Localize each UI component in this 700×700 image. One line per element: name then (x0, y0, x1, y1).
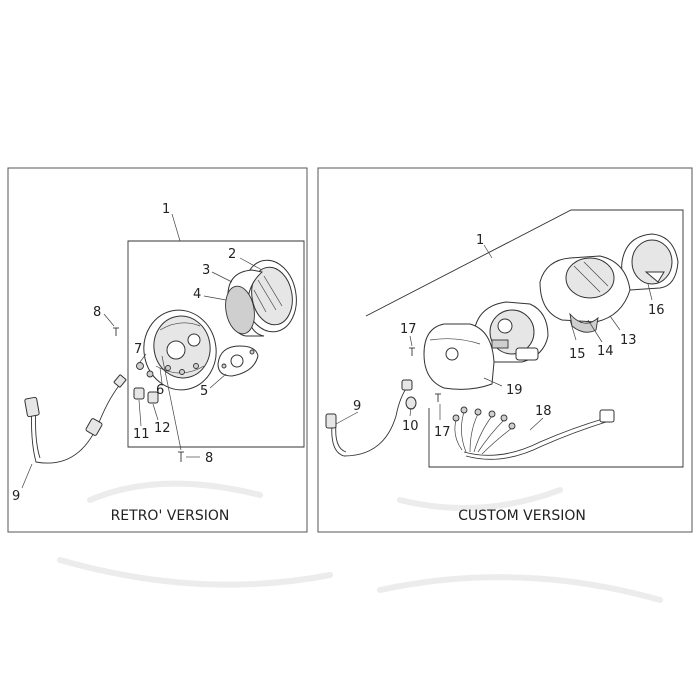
part-label-c10: 10 (402, 419, 419, 434)
part-label-8-top: 8 (93, 305, 101, 320)
part-label-c19: 19 (506, 383, 523, 398)
screws-custom (409, 347, 441, 402)
part-numbers-retro: 1 2 3 4 5 6 7 8 8 9 11 12 (12, 202, 236, 504)
part-label-4: 4 (193, 287, 201, 302)
instrument-cluster-custom (473, 301, 549, 363)
part-numbers-custom: 1 9 10 13 14 15 16 17 17 18 19 (353, 233, 665, 440)
part-label-c9: 9 (353, 399, 361, 414)
part-label-7: 7 (134, 342, 142, 357)
part-label-c17-top: 17 (400, 322, 417, 337)
part-label-c18: 18 (535, 404, 552, 419)
speedo-cable-custom (325, 379, 413, 457)
wiring-harness-part (452, 406, 615, 460)
part-label-c14: 14 (597, 344, 614, 359)
lens-housing-part (539, 255, 631, 333)
background-artifacts (57, 480, 663, 603)
grommet-part (405, 396, 417, 410)
panel-custom-caption: CUSTOM VERSION (458, 508, 586, 524)
part-label-c17-bottom: 17 (434, 425, 451, 440)
part-label-c13: 13 (620, 333, 637, 348)
part-label-8-bottom: 8 (205, 451, 213, 466)
part-label-c16: 16 (648, 303, 665, 318)
housing-cup-part (225, 269, 265, 337)
part-label-c1: 1 (476, 233, 484, 248)
mounting-bracket-part (217, 345, 259, 377)
part-label-11: 11 (133, 427, 150, 442)
bezel-ring-part (243, 259, 297, 333)
part-label-3: 3 (202, 263, 210, 278)
leader-lines-custom (335, 283, 653, 431)
panel-custom-frame (317, 167, 693, 533)
screws-retro (113, 327, 184, 462)
assembly-bracket-custom (365, 209, 684, 468)
panel-retro-caption: RETRO' VERSION (111, 508, 230, 524)
bulb-holders-retro (133, 362, 159, 404)
speedo-cable-retro (24, 374, 127, 464)
part-label-5: 5 (200, 384, 208, 399)
rear-housing-part (423, 323, 495, 390)
part-label-2: 2 (228, 247, 236, 262)
part-label-9: 9 (12, 489, 20, 504)
leader-lines-retro (21, 257, 263, 489)
part-label-1: 1 (162, 202, 170, 217)
part-label-12: 12 (154, 421, 171, 436)
panel-custom: 1 9 10 13 14 15 16 17 17 18 19 CUSTOM VE… (317, 167, 693, 533)
visor-cover-part (621, 233, 679, 291)
panel-retro-frame (7, 167, 308, 533)
part-label-c15: 15 (569, 347, 586, 362)
part-label-6: 6 (156, 383, 164, 398)
panel-retro: 1 2 3 4 5 6 7 8 8 9 11 12 RETRO' VERSION (7, 167, 308, 533)
instrument-gauge-retro (143, 309, 217, 391)
assembly-bracket-retro (127, 240, 305, 448)
